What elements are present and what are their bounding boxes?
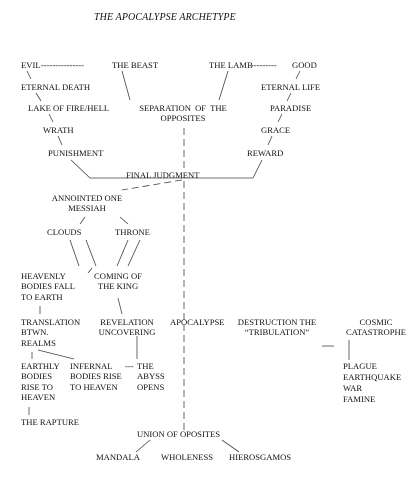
lake-of-fire-label: LAKE OF FIRE/HELL [28,103,110,113]
revelation-label: REVELATION UNCOVERING [98,317,156,338]
connector-death-lake [35,92,42,102]
earthquake-label: EARTHQUAKE [343,372,402,382]
connector-lake-wrath [48,113,54,123]
apocalypse-label: APOCALYPSE [170,317,225,327]
final-judgment-label: FINAL JUDGMENT [126,170,200,180]
hierosgamos-label: HIEROSGAMOS [229,452,292,462]
connector-messiah-throne [119,216,129,225]
connector-punish-judgment [70,159,91,179]
famine-label: FAMINE [343,394,376,404]
abyss-opens-label: THE ABYSS OPENS [137,361,165,392]
connector-reward-judgment [252,159,263,179]
connector-union-hierosgamos [221,439,240,453]
evil-label: EVIL [21,60,41,70]
connector-king-revelation [117,297,123,315]
heavenly-bodies-label: HEAVENLY BODIES FALL TO EARTH [21,271,75,302]
connector-union-mandala [135,439,151,453]
connector-clouds-right [85,239,97,267]
page-title: THE APOCALYPSE ARCHETYPE [94,12,236,23]
reward-label: REWARD [247,148,284,158]
connector-life-paradise [286,92,292,102]
evil-beast-connector: --------------- [41,60,84,70]
rapture-label: THE RAPTURE [21,417,80,427]
beast-label: THE BEAST [112,60,159,70]
connector-messiah-clouds [79,216,86,225]
eternal-life-label: ETERNAL LIFE [261,82,321,92]
mandala-label: MANDALA [96,452,140,462]
war-label: WAR [343,383,363,393]
connector-throne-left [116,239,129,267]
connector-beast-separation [121,70,131,101]
punishment-label: PUNISHMENT [48,148,104,158]
anointed-one-label: ANNOINTED ONE MESSIAH [51,193,123,214]
connector-trunk-messiah [121,179,183,191]
connector-grace-reward [267,135,273,146]
infernal-bodies-label: INFERNAL BODIES RISE TO HEAVEN [70,361,122,392]
translation-label: TRANSLATION BTWN. REALMS [21,317,81,348]
lamb-label: THE LAMB [209,60,253,70]
wrath-label: WRATH [43,125,74,135]
coming-of-king-label: COMING OF THE KING [94,271,142,292]
connector-realms-infernal [37,349,75,360]
wholeness-label: WHOLENESS [161,452,214,462]
earthly-bodies-label: EARTHLY BODIES RISE TO HEAVEN [21,361,60,403]
eternal-death-label: ETERNAL DEATH [21,82,91,92]
connector-clouds-left [69,239,80,267]
connector-wrath-punish [57,135,63,146]
grace-label: GRACE [261,125,291,135]
clouds-label: CLOUDS [47,227,82,237]
connector-paradise-grace [277,113,283,123]
abyss-dashes: --- [125,361,134,371]
destruction-label: DESTRUCTION THE “TRIBULATION” [237,317,317,338]
connector-lamb-separation [218,70,229,101]
lamb-good-connector: --------- [251,60,277,70]
connector-good-life [295,70,301,80]
connector-evil-death [26,70,32,80]
plague-label: PLAGUE [343,361,377,371]
cosmic-catastrophe-label: COSMIC CATASTROPHE [346,317,406,338]
paradise-label: PARADISE [270,103,312,113]
separation-label: SEPARATION OF THE OPPOSITES [139,103,227,124]
connector-throne-right [127,239,141,267]
connector-hb-coming [87,267,93,274]
throne-label: THRONE [115,227,150,237]
good-label: GOOD [292,60,317,70]
union-of-opposites-label: UNION OF OPOSITES [137,429,221,439]
